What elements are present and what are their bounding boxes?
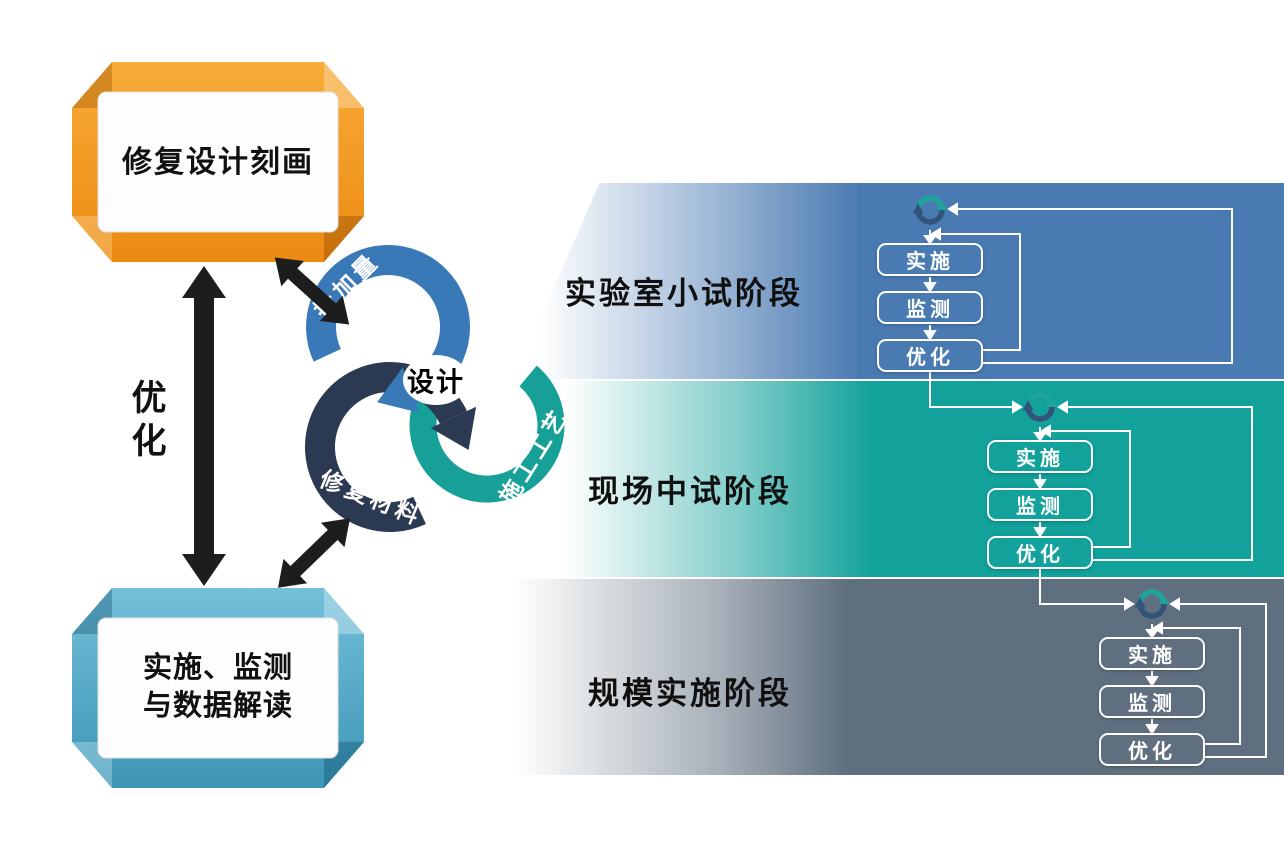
phase-label-pilot: 现场中试阶段 xyxy=(588,474,792,509)
step-box-monitor-lab: 监测 xyxy=(877,291,983,324)
process-ring xyxy=(409,365,565,503)
cycle-center-disc xyxy=(403,355,469,405)
material-ring-arrowhead xyxy=(430,406,477,450)
optimize-double-arrow xyxy=(182,266,226,586)
lab-loop-connectors xyxy=(923,202,1233,414)
pilot-loop-connectors xyxy=(1033,400,1253,611)
step-box-monitor-fullscale: 监测 xyxy=(1099,685,1205,718)
step-box-implement-pilot: 实施 xyxy=(987,440,1093,473)
phase-band-pilot xyxy=(435,381,1284,577)
design-cycle-link-arrow-top xyxy=(274,257,350,325)
optimize-char-2: 化 xyxy=(131,421,167,461)
step-box-optimize-lab: 优化 xyxy=(877,339,983,372)
step-box-implement-fullscale: 实施 xyxy=(1099,637,1205,670)
implementation-plaque-line1: 实施、监测 xyxy=(142,652,293,685)
design-plaque-label: 修复设计刻画 xyxy=(70,60,366,264)
optimize-char-1: 优 xyxy=(131,379,167,418)
plaque-panel xyxy=(97,91,339,233)
implementation-plaque-shape xyxy=(72,588,364,788)
design-plaque-shape xyxy=(72,62,364,262)
step-box-implement-lab: 实施 xyxy=(877,243,983,276)
plaque-panel xyxy=(97,617,339,759)
implementation-plaque-label: 实施、监测 与数据解读 xyxy=(70,586,366,790)
phase-label-fullscale: 规模实施阶段 xyxy=(588,676,792,711)
sync-cycle-icon-fullscale xyxy=(1134,589,1170,619)
fullscale-loop-connectors xyxy=(1145,597,1267,758)
design-plaque-text: 修复设计刻画 xyxy=(122,145,314,179)
step-box-optimize-pilot: 优化 xyxy=(987,536,1093,569)
sync-cycle-icon-pilot xyxy=(1022,392,1058,422)
implementation-cycle-link-arrow-bottom xyxy=(278,518,350,588)
implementation-plaque-line2: 与数据解读 xyxy=(142,690,293,722)
optimize-arrow-label: 优 化 xyxy=(118,378,180,463)
dosage-ring-arrowhead xyxy=(377,367,420,413)
cycle-center-label: 设计 xyxy=(407,367,465,398)
phase-label-lab: 实验室小试阶段 xyxy=(565,276,803,311)
sync-cycle-icon-lab xyxy=(912,195,948,225)
step-box-monitor-pilot: 监测 xyxy=(987,488,1093,521)
step-box-optimize-fullscale: 优化 xyxy=(1099,733,1205,766)
